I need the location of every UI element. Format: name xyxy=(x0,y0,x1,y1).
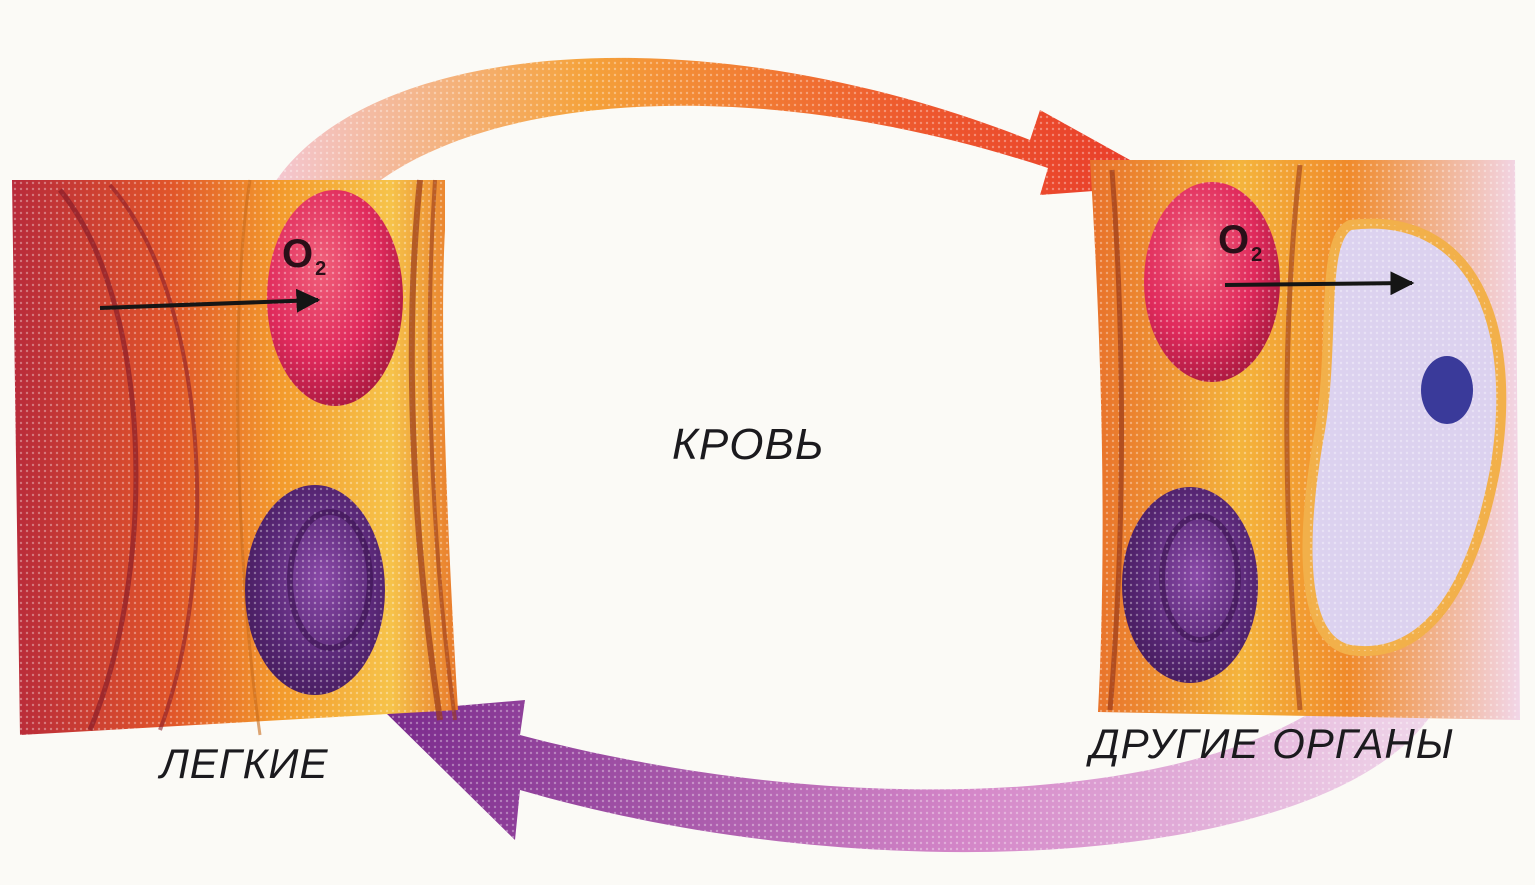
lung-deoxygenated-cell xyxy=(245,485,385,695)
organ-red-blood-cell-texture xyxy=(1144,182,1280,382)
organ-oxygen-arrow xyxy=(1224,271,1415,296)
lung-red-blood-cell-texture xyxy=(267,190,403,406)
organ-cell-nucleus xyxy=(1421,356,1473,424)
organ-oxygen-subscript: 2 xyxy=(1251,244,1263,266)
lung-oxygen-subscript: 2 xyxy=(315,258,327,280)
lung-oxygen-arrow xyxy=(99,288,321,313)
organ-deoxygenated-cell xyxy=(1122,487,1258,683)
organ-cell xyxy=(1302,218,1507,657)
other-organs-label: ДРУГИЕ ОРГАНЫ xyxy=(1090,720,1454,767)
bottom-flow-arrow xyxy=(385,650,1440,853)
organ-oxygen-symbol: O xyxy=(1218,218,1250,262)
top-flow-arrow xyxy=(270,57,1175,230)
lung-oxygen-symbol: O xyxy=(282,232,314,276)
blood-label: КРОВЬ xyxy=(672,420,825,469)
lungs-label: ЛЕГКИЕ xyxy=(160,740,329,787)
